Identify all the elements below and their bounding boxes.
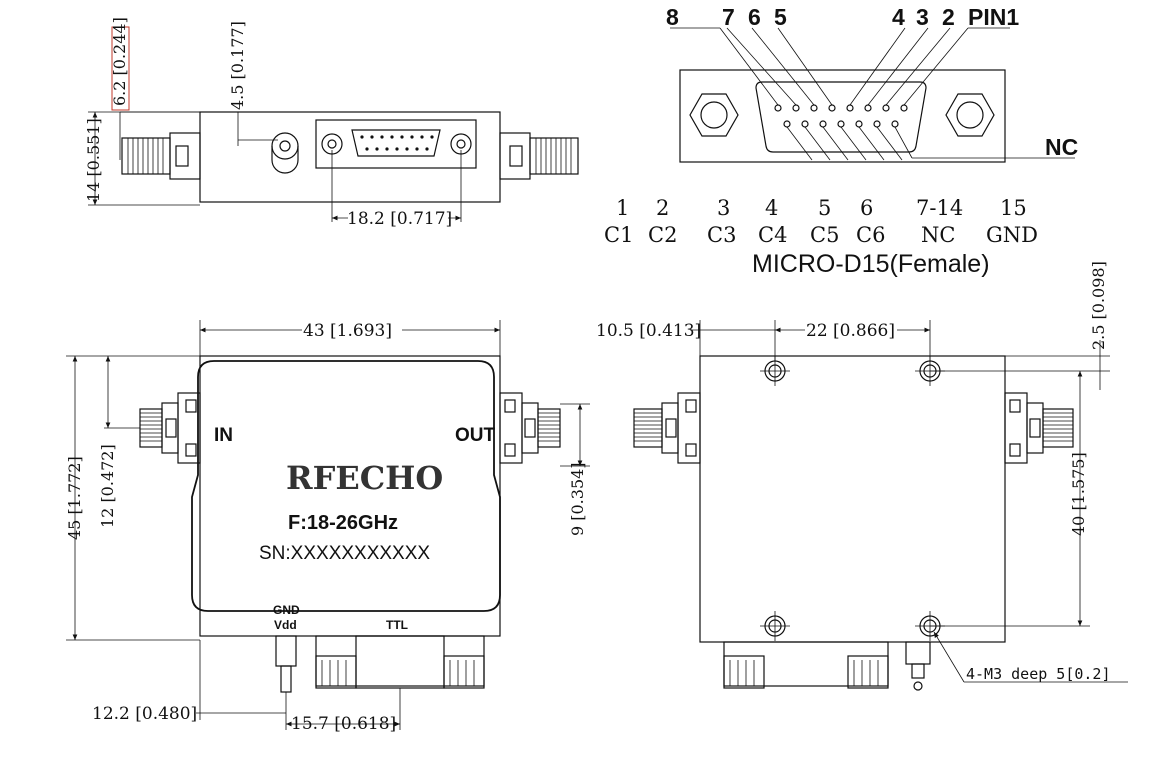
label-out: OUT [455, 425, 496, 446]
pin-function: GND [986, 223, 1038, 247]
back-body [699, 355, 1006, 643]
side-dim-flange: 6.2 [0.244] [110, 17, 129, 106]
pin-label-2: 2 [942, 4, 955, 30]
pin-function: C3 [707, 223, 736, 247]
pin-label-5: 5 [774, 4, 787, 30]
front-lid [191, 360, 501, 612]
side-dim-height: 14 [0.551] [84, 118, 103, 202]
pin-function: C6 [856, 223, 885, 247]
side-dim-pitch: 18.2 [0.717] [347, 209, 452, 229]
front-vdd-pin [275, 635, 297, 712]
side-dsub-connector [315, 119, 477, 169]
dsub-insert [755, 81, 927, 153]
back-dimensions [690, 320, 1128, 683]
front-dim-bottom-left: 12.2 [0.480] [92, 704, 197, 724]
pin-label-7: 7 [722, 4, 735, 30]
mounting-holes [760, 356, 945, 641]
back-dim-hole-pitch: 22 [0.866] [806, 321, 895, 341]
front-dimensions [66, 320, 590, 730]
connector-title: MICRO-D15(Female) [752, 250, 990, 278]
side-right-connector [499, 132, 579, 180]
front-dim-bottom-pitch: 15.7 [0.618] [291, 714, 396, 734]
back-bottom-connectors [723, 641, 931, 691]
front-view: 43 [1.693] 45 [1.772] 12 [0.472] 9 [0.35… [65, 320, 590, 734]
left-hex-nut [689, 93, 739, 137]
pin-number: 5 [818, 196, 831, 220]
pin-label-4: 4 [892, 4, 905, 30]
back-dim-hole-top: 2.5 [0.098] [1089, 261, 1108, 350]
front-in-connector [139, 392, 201, 464]
side-view: 6.2 [0.244] 4.5 [0.177] 14 [0.551] 18.2 … [84, 17, 579, 229]
pin-function: C5 [810, 223, 839, 247]
side-dimensions [88, 26, 462, 228]
pin-table: 1 2 3 4 5 6 7-14 15 C1 C2 C3 C4 C5 C6 NC… [604, 196, 1038, 247]
serial-label: SN:XXXXXXXXXXX [259, 543, 430, 564]
pin-function: C2 [648, 223, 677, 247]
connector-pinout: 8 7 6 5 4 3 2 PIN1 NC 1 2 3 4 5 6 7-14 1… [604, 4, 1078, 278]
hole-note: 4-M3 deep 5[0.2] [966, 665, 1111, 683]
pin-number: 15 [1000, 196, 1027, 220]
dsub-shell [679, 69, 1006, 163]
pin-number: 7-14 [916, 196, 963, 220]
front-ttl-connector [315, 635, 485, 689]
pin-label-6: 6 [748, 4, 761, 30]
label-ttl: TTL [386, 618, 408, 632]
pin-number: 3 [717, 196, 730, 220]
label-vdd: Vdd [274, 618, 297, 632]
label-in: IN [214, 425, 233, 446]
right-hex-nut [945, 93, 995, 137]
pin-label-8: 8 [666, 4, 679, 30]
pin-label-3: 3 [916, 4, 929, 30]
pin-number: 1 [616, 196, 629, 220]
label-gnd: GND [273, 603, 300, 617]
front-dim-in-offset: 12 [0.472] [98, 444, 117, 528]
front-dim-out-offset: 9 [0.354] [568, 462, 587, 536]
side-dim-pin-offset: 4.5 [0.177] [228, 21, 247, 110]
nc-label: NC [1045, 134, 1078, 160]
back-left-connector [633, 392, 701, 464]
side-left-connector [121, 132, 201, 180]
pin-number: 6 [860, 196, 873, 220]
pin-number: 4 [765, 196, 778, 220]
pin-number: 2 [656, 196, 669, 220]
back-right-connector [1004, 392, 1074, 464]
frequency-label: F:18-26GHz [288, 512, 398, 534]
front-dim-height: 45 [1.772] [65, 456, 84, 540]
back-view: 10.5 [0.413] 22 [0.866] 2.5 [0.098] 40 [… [596, 261, 1128, 691]
front-dim-width: 43 [1.693] [303, 321, 392, 341]
pin-function: NC [921, 223, 955, 247]
side-feedthrough [271, 132, 299, 174]
back-dim-hole-vertical: 40 [1.575] [1069, 452, 1088, 536]
pin-function: C1 [604, 223, 633, 247]
front-out-connector [499, 392, 561, 464]
side-body [199, 111, 501, 203]
pin-function: C4 [758, 223, 787, 247]
back-dim-hole-left: 10.5 [0.413] [596, 321, 701, 341]
brand-name: RFECHO [286, 459, 443, 497]
pin-label-pin1: PIN1 [968, 4, 1019, 30]
